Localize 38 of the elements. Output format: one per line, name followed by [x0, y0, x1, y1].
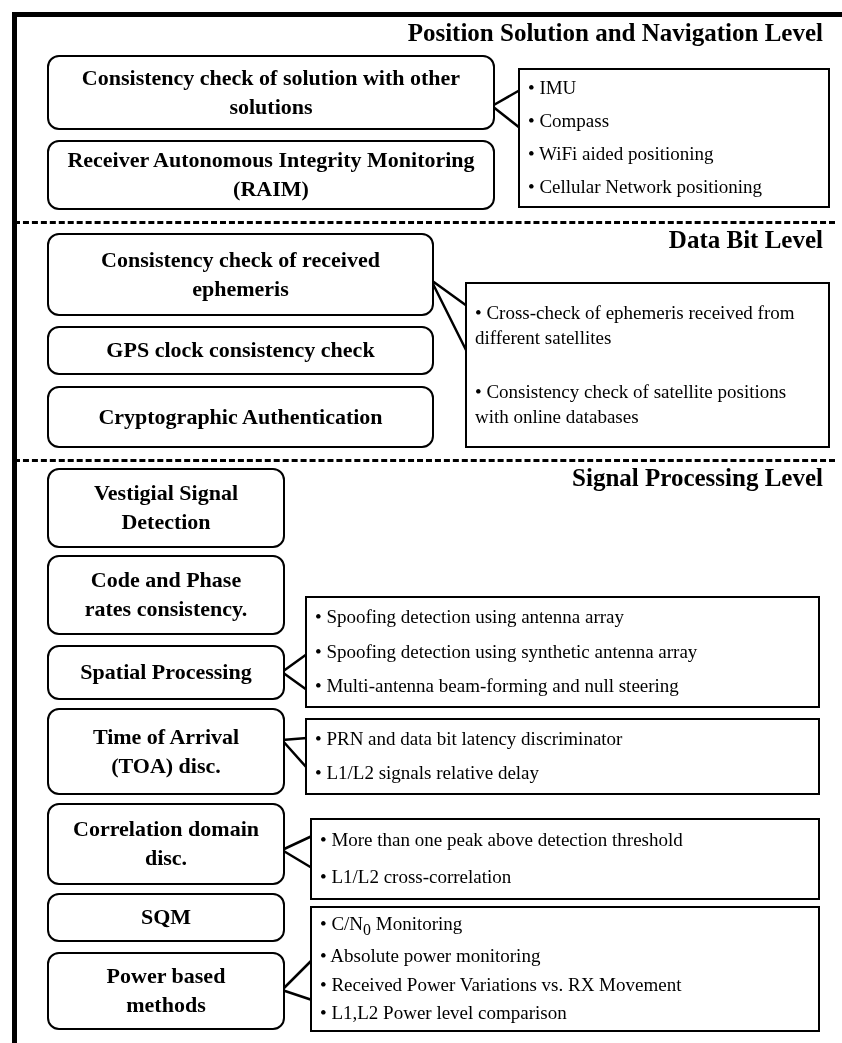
bullet-item: • Cellular Network positioning — [528, 175, 764, 200]
bullet-item: • L1,L2 Power level comparison — [320, 1001, 568, 1026]
method-box: Time of Arrival (TOA) disc. — [47, 708, 285, 795]
method-box: Code and Phase rates consistency. — [47, 555, 285, 635]
bullet-item: • Absolute power monitoring — [320, 944, 542, 969]
callout-box — [465, 282, 830, 448]
callout-box — [310, 906, 820, 1032]
bullet-item: • Spoofing detection using synthetic antenna array — [315, 639, 699, 664]
method-box: Receiver Autonomous Integrity Monitoring (RAIM) — [47, 140, 495, 210]
bullet-item: • WiFi aided positioning — [528, 142, 715, 167]
method-box: GPS clock consistency check — [47, 326, 434, 375]
section-heading: Data Bit Level — [668, 226, 823, 254]
method-box: Cryptographic Authentication — [47, 386, 434, 448]
bullet-item: • PRN and data bit latency discriminator — [315, 726, 624, 751]
bullet-item: • Compass — [528, 109, 611, 134]
method-box: SQM — [47, 893, 285, 942]
section-heading: Position Solution and Navigation Level — [407, 19, 823, 47]
callout-box — [305, 718, 820, 795]
bullet-item: • More than one peak above detection threshold — [320, 828, 684, 853]
section-heading: Signal Processing Level — [572, 464, 823, 492]
bullet-item: • Received Power Variations vs. RX Movement — [320, 972, 683, 997]
bullet-item: • Multi-antenna beam-forming and null steering — [315, 674, 680, 699]
bullet-item: • Spoofing detection using antenna array — [315, 605, 625, 629]
method-box: Consistency check of received ephemeris — [47, 233, 434, 316]
callout-box — [310, 818, 820, 900]
method-box: Consistency check of solution with other solutions — [47, 55, 495, 130]
bullet-item: • L1/L2 signals relative delay — [315, 761, 541, 786]
method-box: Power based methods — [47, 952, 285, 1030]
bullet-item: • L1/L2 cross-correlation — [320, 865, 513, 890]
callout-box — [305, 596, 820, 708]
method-box: Correlation domain disc. — [47, 803, 285, 885]
bullet-item: • IMU — [528, 76, 578, 101]
callout-box — [518, 68, 830, 208]
method-box: Vestigial Signal Detection — [47, 468, 285, 548]
bullet-item: • Consistency check of satellite positions with online databases — [475, 379, 788, 429]
bullet-item: • C/N$_{0}$ Monitoring — [320, 911, 464, 940]
bullet-item: • Cross-check of ephemeris received from different satellites — [475, 300, 796, 350]
method-box: Spatial Processing — [47, 645, 285, 700]
